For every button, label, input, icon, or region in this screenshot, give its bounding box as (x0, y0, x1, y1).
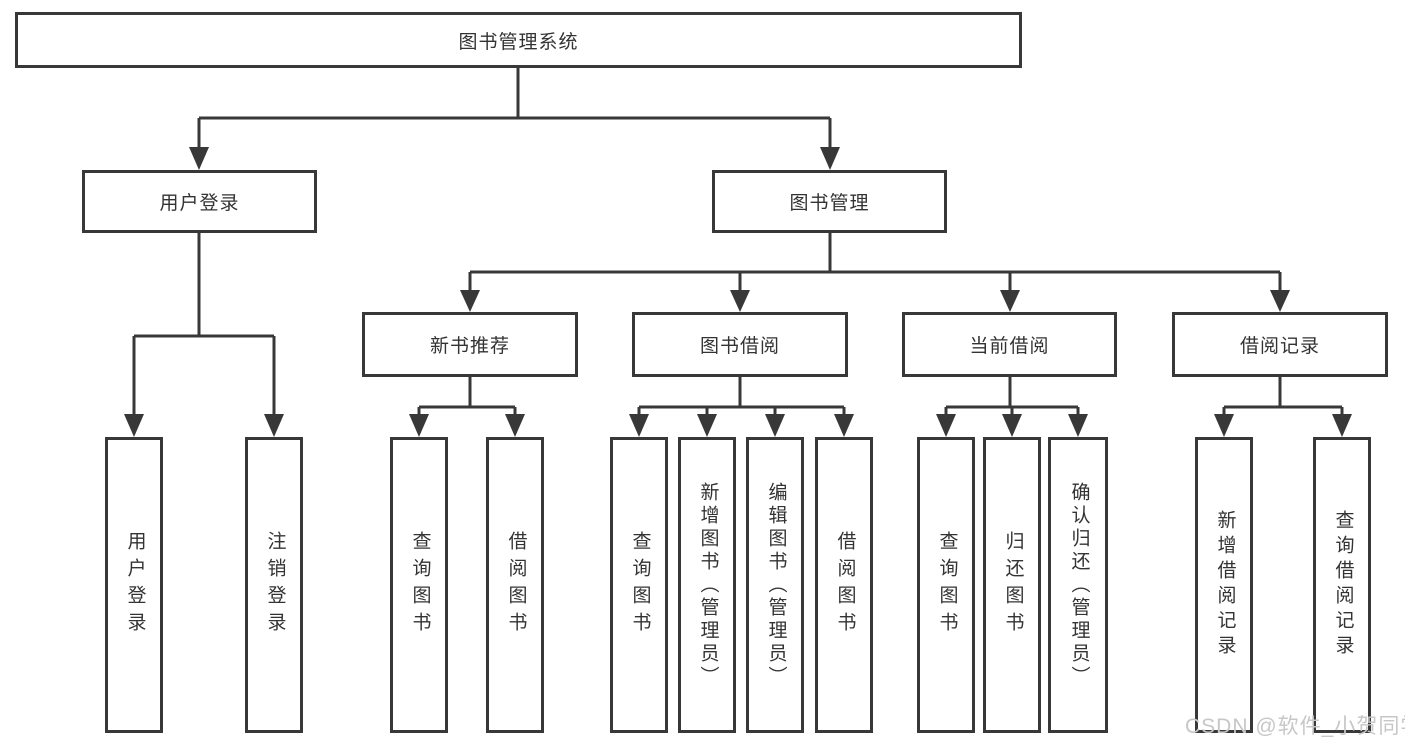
leaf-query-books-2-label: 查询图书 (629, 531, 651, 639)
leaf-user-login: 用户登录 (105, 437, 163, 733)
leaf-confirm-return-admin: 确认归还（管理员） (1048, 437, 1108, 733)
node-user-login: 用户登录 (82, 170, 317, 233)
leaf-query-books-3-label: 查询图书 (936, 531, 958, 639)
node-new-book-recommend: 新书推荐 (362, 312, 578, 377)
leaf-query-books-3: 查询图书 (917, 437, 975, 733)
leaf-borrow-books-1: 借阅图书 (486, 437, 544, 733)
leaf-user-login-label: 用户登录 (124, 531, 146, 639)
arrowhead-group (124, 147, 1352, 437)
node-current-borrow-label: 当前借阅 (969, 336, 1050, 357)
leaf-borrow-books-2-label: 借阅图书 (834, 531, 856, 639)
leaf-return-book: 归还图书 (983, 437, 1041, 733)
node-borrow-records: 借阅记录 (1172, 312, 1388, 377)
leaf-query-borrow-record-label: 查询借阅记录 (1332, 510, 1354, 660)
leaf-add-book-admin: 新增图书（管理员） (678, 437, 736, 733)
leaf-add-book-admin-label: 新增图书（管理员） (697, 481, 719, 689)
node-borrow-records-label: 借阅记录 (1239, 336, 1320, 357)
node-root-label: 图书管理系统 (458, 31, 579, 53)
leaf-logout: 注销登录 (245, 437, 303, 733)
node-book-management-label: 图书管理 (789, 193, 870, 214)
leaf-return-book-label: 归还图书 (1002, 531, 1024, 639)
node-book-borrow: 图书借阅 (632, 312, 848, 377)
node-user-login-label: 用户登录 (159, 193, 240, 214)
node-new-book-recommend-label: 新书推荐 (429, 336, 510, 357)
leaf-edit-book-admin: 编辑图书（管理员） (746, 437, 804, 733)
leaf-query-books-2: 查询图书 (610, 437, 668, 733)
leaf-query-books-1: 查询图书 (390, 437, 448, 733)
node-book-management: 图书管理 (712, 170, 947, 233)
leaf-confirm-return-admin-label: 确认归还（管理员） (1068, 481, 1090, 689)
leaf-add-borrow-record-label: 新增借阅记录 (1214, 510, 1236, 660)
node-current-borrow: 当前借阅 (902, 312, 1117, 377)
node-root: 图书管理系统 (15, 12, 1022, 68)
csdn-watermark: CSDN @软件_小贺同学 (1185, 715, 1405, 738)
leaf-borrow-books-1-label: 借阅图书 (505, 531, 527, 639)
leaf-borrow-books-2: 借阅图书 (815, 437, 873, 733)
leaf-edit-book-admin-label: 编辑图书（管理员） (765, 481, 787, 689)
leaf-query-borrow-record: 查询借阅记录 (1313, 437, 1371, 733)
leaf-query-books-1-label: 查询图书 (409, 531, 431, 639)
node-book-borrow-label: 图书借阅 (699, 336, 780, 357)
leaf-logout-label: 注销登录 (264, 531, 286, 639)
leaf-add-borrow-record: 新增借阅记录 (1195, 437, 1253, 733)
